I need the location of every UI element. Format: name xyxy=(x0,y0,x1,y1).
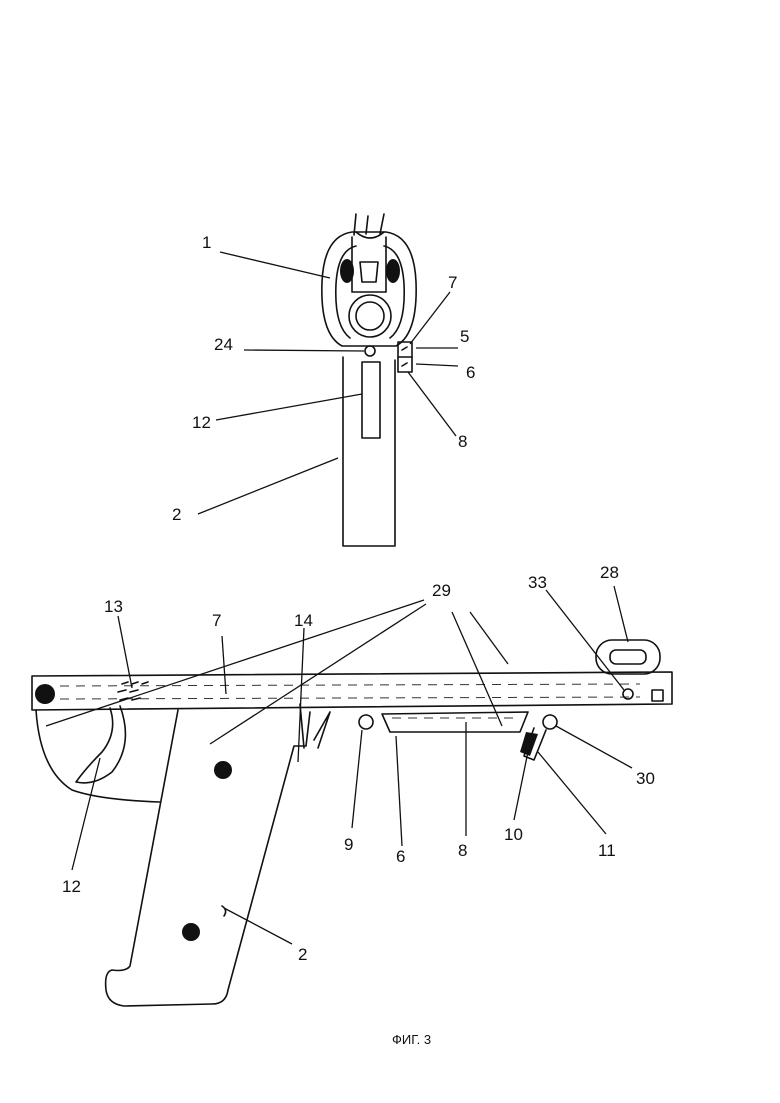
leader-side-12 xyxy=(72,758,100,870)
block-divider xyxy=(398,347,412,366)
label-front-12: 12 xyxy=(192,413,211,432)
leader-side-10 xyxy=(514,742,530,820)
leader-side-29c xyxy=(452,612,502,726)
front-dark-right xyxy=(386,259,400,283)
grip-screw-1 xyxy=(214,761,232,779)
pivot-30 xyxy=(543,715,557,729)
leader-side-2 xyxy=(224,908,292,944)
label-front-1: 1 xyxy=(202,233,211,252)
leader-front-2 xyxy=(198,458,338,514)
leader-side-30 xyxy=(556,726,632,768)
label-side-11: 11 xyxy=(598,841,616,860)
rear-sight-28 xyxy=(596,640,660,674)
leader-side-11 xyxy=(538,752,606,834)
front-view: 1 7 24 5 6 12 8 2 xyxy=(172,214,475,546)
muzzle-inner xyxy=(356,302,384,330)
slide-rear-pin xyxy=(35,684,55,704)
slide-dash-2 xyxy=(60,697,640,699)
leader-side-13 xyxy=(118,616,132,688)
slide xyxy=(32,672,672,710)
leader-front-8 xyxy=(408,372,456,436)
leader-front-24 xyxy=(244,350,364,351)
item-33-block xyxy=(652,690,663,701)
label-side-9: 9 xyxy=(344,835,353,854)
latch-14 xyxy=(300,704,330,748)
grip-screw-2 xyxy=(182,923,200,941)
label-side-28: 28 xyxy=(600,563,619,582)
rear-sight-28-window xyxy=(610,650,646,664)
leader-front-1 xyxy=(220,252,330,278)
label-front-2: 2 xyxy=(172,505,181,524)
front-trigger xyxy=(362,362,380,438)
trigger-12 xyxy=(76,706,125,783)
leader-side-28 xyxy=(614,586,628,642)
pin-24 xyxy=(365,346,375,356)
label-front-5: 5 xyxy=(460,327,469,346)
leader-side-9 xyxy=(352,730,362,828)
label-side-12: 12 xyxy=(62,877,81,896)
label-side-30: 30 xyxy=(636,769,655,788)
leader-front-12 xyxy=(216,394,362,420)
side-view: 13 7 14 29 33 28 30 9 6 8 10 11 12 2 xyxy=(32,563,672,1006)
label-side-33: 33 xyxy=(528,573,547,592)
pivot-9 xyxy=(359,715,373,729)
label-side-14: 14 xyxy=(294,611,313,630)
label-side-7: 7 xyxy=(212,611,221,630)
rear-sight xyxy=(352,237,386,292)
label-front-6: 6 xyxy=(466,363,475,382)
label-side-6: 6 xyxy=(396,847,405,866)
leader-side-6 xyxy=(396,736,402,846)
front-grip xyxy=(343,357,395,546)
leader-side-29d xyxy=(470,612,508,664)
plate-6 xyxy=(382,712,528,732)
label-front-7: 7 xyxy=(448,273,457,292)
label-side-8: 8 xyxy=(458,841,467,860)
label-side-2: 2 xyxy=(298,945,307,964)
label-front-24: 24 xyxy=(214,335,233,354)
front-sight xyxy=(354,214,384,238)
label-side-10: 10 xyxy=(504,825,523,844)
grip-mark xyxy=(222,906,226,916)
grip-2 xyxy=(106,710,310,1006)
label-side-13: 13 xyxy=(104,597,123,616)
leader-front-6 xyxy=(416,364,458,366)
figure-caption: ФИГ. 3 xyxy=(392,1032,431,1047)
slide-dash-1 xyxy=(60,684,640,686)
label-side-29: 29 xyxy=(432,581,451,600)
label-front-8: 8 xyxy=(458,432,467,451)
